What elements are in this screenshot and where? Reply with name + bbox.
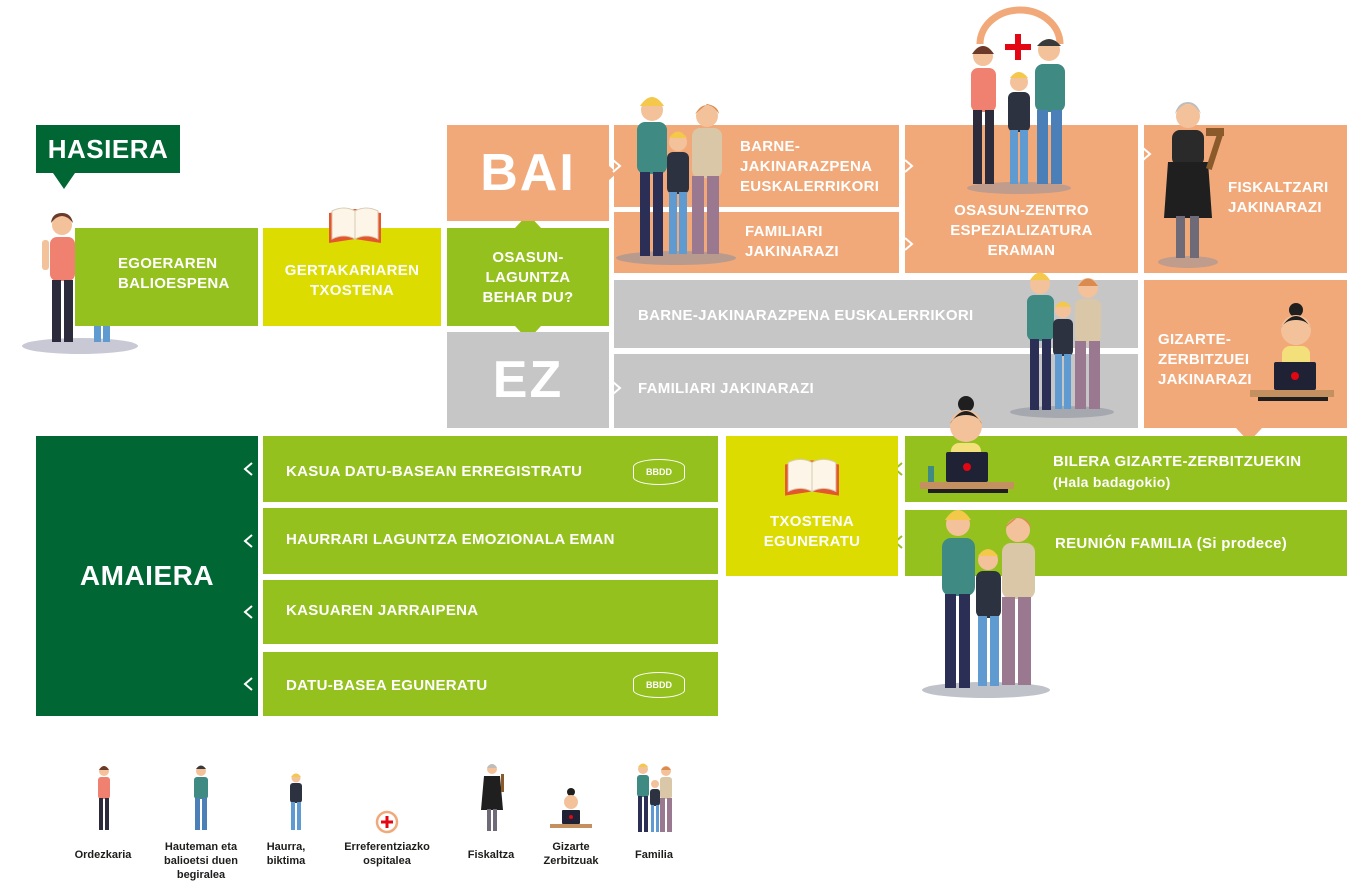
start-badge: HASIERA xyxy=(36,125,180,173)
book-icon xyxy=(329,207,381,243)
yes-branch-box: BAI xyxy=(447,125,609,221)
legend-label: Gizarte Zerbitzuak xyxy=(543,841,599,867)
book-icon xyxy=(785,458,839,496)
representative-figure-icon xyxy=(98,766,110,830)
notify-social-services-label: GIZARTE-ZERBITZUEI JAKINARAZI xyxy=(1158,331,1252,388)
hospital-cross-icon xyxy=(375,810,399,834)
social-worker-figure xyxy=(1250,303,1334,401)
end-label: AMAIERA xyxy=(79,560,215,591)
supervisor-figure-icon xyxy=(194,765,208,830)
incident-report-step xyxy=(263,228,441,326)
follow-case-step xyxy=(263,580,718,644)
specialized-center-label: OSASUN-ZENTRO ESPEZIALIZATURA ERAMAN xyxy=(950,202,1093,259)
database-icon: BBDD xyxy=(633,672,685,698)
no-label: EZ xyxy=(492,351,564,409)
legend-label: Ordezkaria xyxy=(74,849,132,861)
chevron-left-icon xyxy=(243,534,253,548)
hospital-family-figure xyxy=(967,6,1071,194)
end-box: AMAIERA xyxy=(36,436,258,716)
chevron-right-icon xyxy=(1142,147,1152,161)
no-branch-box: EZ xyxy=(447,332,609,428)
chevron-left-icon xyxy=(243,462,253,476)
family-group-icon xyxy=(637,763,672,832)
incident-report-label: GERTAKARIAREN TXOSTENA xyxy=(284,262,420,299)
health-care-decision xyxy=(447,228,609,326)
legend-label: Haurra, biktima xyxy=(266,841,306,867)
social-meeting-note: (Hala badagokio) xyxy=(1053,474,1171,490)
chevron-left-icon xyxy=(243,605,253,619)
no-internal-notice-label: BARNE-JAKINARAZPENA EUSKALERRIKORI xyxy=(638,307,974,324)
chevron-right-icon xyxy=(904,159,914,173)
assessment-step xyxy=(75,228,258,326)
family-figure xyxy=(922,510,1050,698)
start-badge-pointer xyxy=(53,173,75,189)
prosecutor-figure xyxy=(1158,102,1225,268)
family-meeting-step xyxy=(905,510,1347,576)
family-figure xyxy=(1010,272,1114,418)
health-care-decision-label: OSASUN-LAGUNTZA BEHAR DU? xyxy=(482,249,574,306)
notify-prosecutor-label: FISKALTZARI JAKINARAZI xyxy=(1228,179,1329,216)
child-victim-figure-icon xyxy=(290,773,302,830)
legend-label: Erreferentziazko ospitalea xyxy=(344,841,430,867)
social-services-figure-icon xyxy=(550,788,592,828)
yes-notify-family-label: FAMILIARI JAKINARAZI xyxy=(745,223,839,260)
no-notify-family-label: FAMILIARI JAKINARAZI xyxy=(638,380,814,397)
legend-label: Fiskaltza xyxy=(467,849,515,861)
family-meeting-label: REUNIÓN FAMILIA (Si prodece) xyxy=(1055,535,1288,552)
legend-label: Familia xyxy=(635,849,673,861)
chevron-right-icon xyxy=(904,237,914,251)
yes-label: BAI xyxy=(480,144,576,202)
prosecutor-figure-icon xyxy=(481,764,504,831)
start-label: HASIERA xyxy=(47,134,169,164)
chevron-left-icon xyxy=(243,677,253,691)
family-figure xyxy=(616,97,736,265)
follow-case-label: KASUAREN JARRAIPENA xyxy=(286,602,479,619)
update-report-label: TXOSTENA EGUNERATU xyxy=(763,513,861,550)
legend-label: Hauteman eta balioetsi duen begiralea xyxy=(164,841,238,881)
yes-internal-notice-label: BARNE-JAKINARAZPENA EUSKALERRIKORI xyxy=(740,138,880,195)
update-db-label: DATU-BASEA EGUNERATU xyxy=(286,677,488,694)
yes-internal-notice-arrow xyxy=(608,165,617,181)
social-worker-figure xyxy=(920,396,1014,493)
notify-social-services-step xyxy=(1144,280,1347,428)
emotional-support-step xyxy=(263,508,718,574)
social-meeting-label: BILERA GIZARTE-ZERBITZUEKIN xyxy=(1053,453,1302,470)
database-icon: BBDD xyxy=(633,459,685,485)
update-report-step xyxy=(726,436,898,576)
assessment-label: EGOERAREN BALIOESPENA xyxy=(118,255,230,292)
register-case-label: KASUA DATU-BASEAN ERREGISTRATU xyxy=(286,463,583,480)
chevron-right-icon xyxy=(612,159,622,173)
chevron-right-icon xyxy=(612,381,622,395)
emotional-support-label: HAURRARI LAGUNTZA EMOZIONALA EMAN xyxy=(286,531,615,548)
